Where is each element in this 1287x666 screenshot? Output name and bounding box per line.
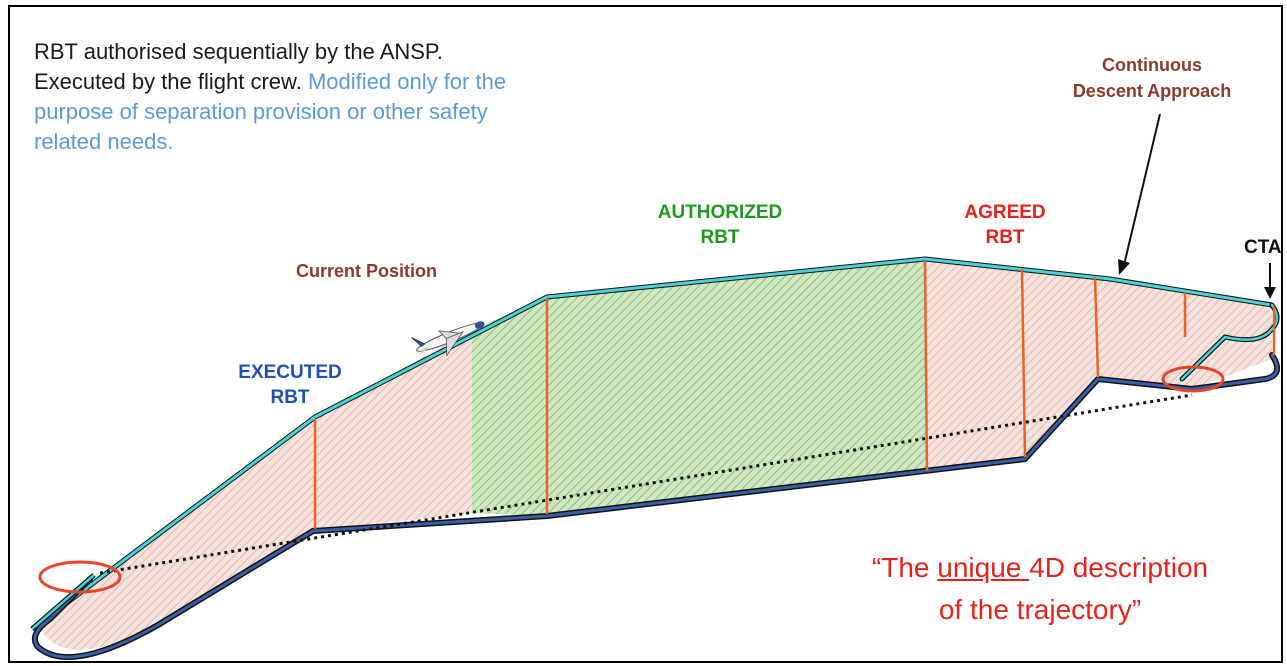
current-position-label: Current Position: [296, 261, 438, 281]
cda-arrow: [1118, 113, 1161, 275]
quote-rest: 4D description: [1029, 552, 1209, 583]
quote-open: “The: [871, 552, 938, 583]
intro-line-3: purpose of separation provision or other…: [34, 99, 488, 124]
intro-line-4: related needs.: [34, 129, 174, 154]
intro-line-2-blue: Modified only for the: [307, 69, 507, 94]
cda-label: Continuous Descent Approach: [1032, 52, 1272, 104]
segment-separators: [313, 260, 1276, 529]
authorized-line-1: AUTHORIZED: [657, 202, 783, 223]
authorized-rbt-label: AUTHORIZED RBT: [640, 200, 800, 250]
departure-ellipse: [38, 560, 122, 594]
intro-text: RBT authorised sequentially by the ANSP.…: [34, 37, 506, 157]
intro-line-1: RBT authorised sequentially by the ANSP.: [34, 39, 443, 64]
dotted-reference-line: [99, 393, 1193, 575]
intro-line-2: Executed by the flight crew. Modified on…: [34, 67, 506, 97]
quote-line-2: of the trajectory”: [938, 594, 1142, 625]
cda-line-1: Continuous: [1102, 55, 1202, 75]
cda-line-2: Descent Approach: [1072, 81, 1232, 101]
agreed-rbt-label: AGREED RBT: [940, 200, 1070, 250]
authorized-rbt-region: [472, 259, 927, 516]
executed-line-1: EXECUTED: [238, 362, 342, 383]
executed-rbt-region: [38, 330, 472, 650]
trajectory-diagram: [30, 113, 1281, 660]
intro-line-2-black: Executed by the flight crew.: [34, 69, 302, 94]
agreed-line-2: RBT: [985, 227, 1025, 248]
quote-line-1: “The unique 4D description: [810, 547, 1270, 589]
airplane-icon: [411, 321, 485, 357]
authorized-line-2: RBT: [700, 227, 740, 248]
agreed-line-1: AGREED: [964, 202, 1046, 223]
executed-line-2: RBT: [270, 387, 310, 408]
arrival-ellipse: [1161, 365, 1225, 393]
cta-label: CTA: [1244, 237, 1282, 258]
quote-text: “The unique 4D description of the trajec…: [810, 547, 1270, 631]
diagram-frame: RBT authorised sequentially by the ANSP.…: [8, 5, 1283, 663]
executed-rbt-label: EXECUTED RBT: [220, 360, 360, 410]
quote-underlined: unique: [937, 552, 1030, 583]
cta-arrow: [1264, 263, 1276, 299]
